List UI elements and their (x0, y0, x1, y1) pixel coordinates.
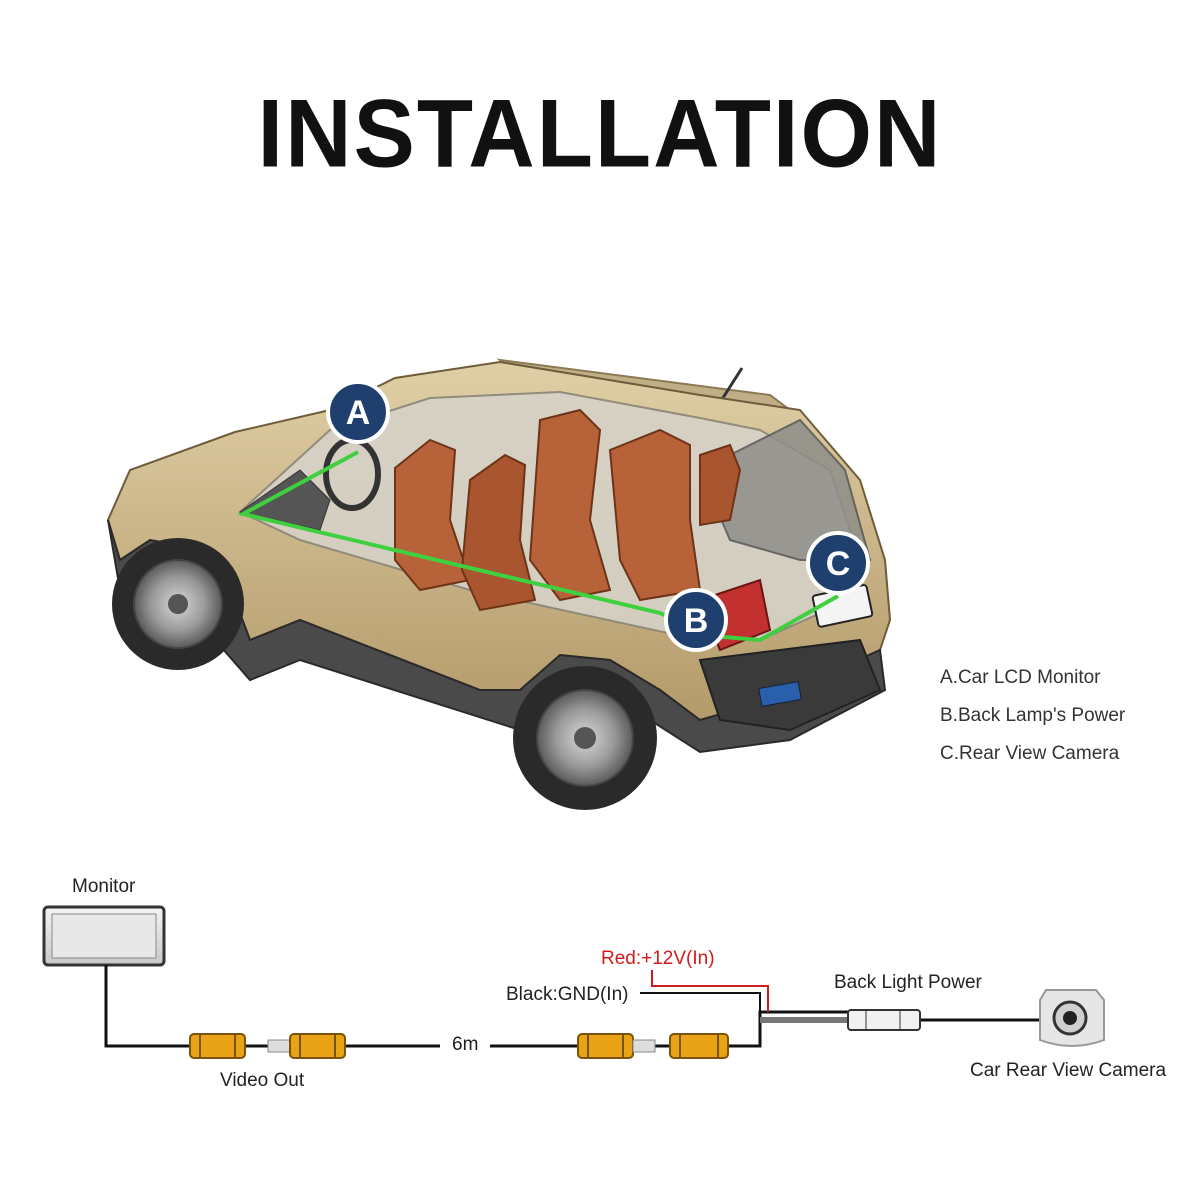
camera-label: Car Rear View Camera (970, 1060, 1176, 1082)
monitor-icon (44, 907, 164, 965)
legend: A.Car LCD Monitor B.Back Lamp's Power C.… (940, 664, 1125, 778)
red-wire-label: Red:+12V(In) (601, 948, 715, 970)
legend-item-c: C.Rear View Camera (940, 740, 1125, 778)
monitor-label: Monitor (72, 876, 135, 898)
black-wire (640, 993, 760, 1012)
marker-a-label: A (346, 394, 371, 432)
rca-connector (670, 1034, 728, 1058)
marker-b: B (666, 590, 726, 650)
marker-b-label: B (684, 602, 709, 640)
power-connector (848, 1010, 920, 1030)
car-illustration (108, 360, 890, 810)
rca-connector (268, 1034, 345, 1058)
marker-c-label: C (826, 545, 851, 583)
rca-connector (190, 1034, 245, 1058)
legend-item-b: B.Back Lamp's Power (940, 702, 1125, 740)
video-out-label: Video Out (220, 1070, 304, 1092)
legend-item-a: A.Car LCD Monitor (940, 664, 1125, 702)
marker-a: A (328, 382, 388, 442)
cable-length-label: 6m (452, 1034, 478, 1056)
marker-c: C (808, 533, 868, 593)
back-light-power-label: Back Light Power (834, 972, 982, 994)
black-wire-label: Black:GND(In) (506, 984, 628, 1006)
red-wire (652, 970, 768, 1012)
camera-icon (1040, 990, 1104, 1046)
rca-connector (578, 1034, 655, 1058)
